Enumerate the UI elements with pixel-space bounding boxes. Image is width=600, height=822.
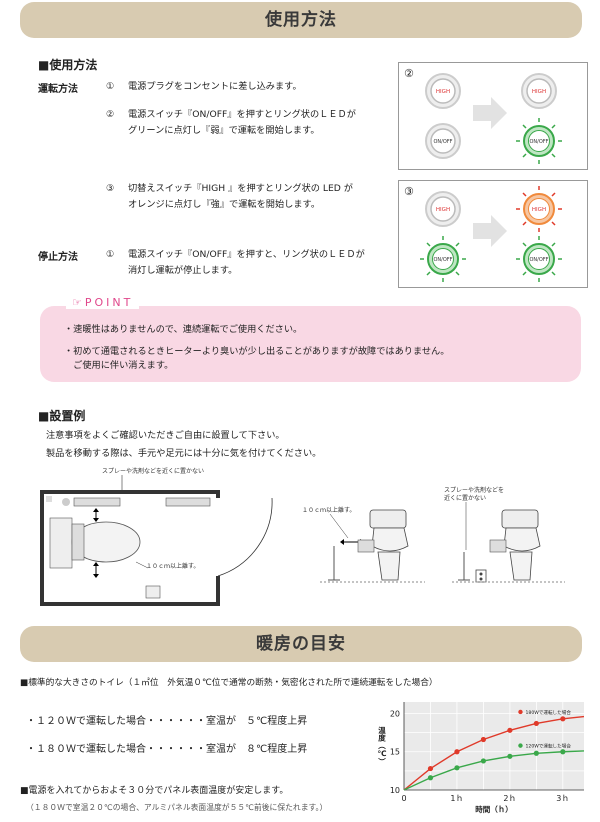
panel-2-high-label-after: HIGH — [532, 89, 546, 95]
temperature-chart-svg: 0 1ｈ 2ｈ 3ｈ 10 15 20 時間（ｈ） 温度（℃） 180Wで運転した場合 120Wで運… — [377, 702, 585, 814]
panel-3-high-label-orange: HIGH — [532, 207, 546, 213]
step-2-line-1: 電源スイッチ『ON/OFF』を押すとリング状のＬＥＤが — [128, 109, 356, 120]
chart-y-axis-label: 温度（℃） — [377, 725, 386, 765]
arrow-icon — [473, 97, 507, 129]
chart-x-tick-label: 0 — [401, 794, 406, 803]
step-2-line-2: グリーンに点灯し『弱』で運転を開始します。 — [128, 125, 320, 136]
chart-plot-area — [404, 702, 584, 790]
high-button-off: HIGH — [425, 73, 461, 109]
arrow-icon — [473, 215, 507, 247]
chart-point-1 — [454, 765, 460, 771]
chart-series-line-0 — [403, 715, 585, 791]
high-button-off-after: HIGH — [521, 73, 557, 109]
heating-condition: ■標準的な大きさのトイレ（１㎡位 外気温０℃位で通常の断熱・気密化された所で連続… — [20, 678, 438, 688]
panel-2-onoff-label-green: ON/OFF — [529, 139, 548, 145]
usage-subheading: ■使用方法 — [38, 58, 98, 72]
chart-x-axis-label: 時間（ｈ） — [475, 804, 513, 814]
high-button-off: HIGH — [425, 191, 461, 227]
panel-3-high-label: HIGH — [436, 207, 450, 213]
heating-result-2: ・１８０Ｗで運転した場合・・・・・・室温が ８℃程度上昇 — [26, 744, 308, 755]
stop-step-line-2: 消灯し運転が停止します。 — [128, 265, 238, 276]
side-view-diagram-1: １０ｃｍ以上離す。 — [300, 480, 430, 590]
heating-section-header: 暖房の目安 — [20, 626, 582, 662]
step-3-line-1: 切替えスイッチ『HIGH 』を押すとリング状の LED が — [128, 183, 353, 194]
chart-legend-marker-1 — [518, 743, 523, 748]
side-view-diagram-2: スプレーや洗剤などを 近くに置かない — [440, 480, 570, 590]
chart-legend-label-1: 120Wで運転した場合 — [525, 743, 571, 750]
point-box — [40, 306, 581, 382]
chart-legend-label-0: 180Wで運転した場合 — [525, 709, 571, 716]
floor-plan-diagram: スプレーや洗剤などを近くに置かない １０ｃｍ以上離す。 — [36, 464, 296, 612]
usage-section-header: 使用方法 — [20, 2, 582, 38]
onoff-button-green — [516, 118, 562, 164]
onoff-button-green — [420, 236, 466, 282]
chart-point-0 — [533, 720, 539, 727]
plan-distance-label: １０ｃｍ以上離す。 — [146, 562, 199, 570]
panel-2-onoff-label: ON/OFF — [433, 139, 452, 145]
chart-point-0 — [480, 736, 487, 743]
chart-point-0 — [560, 716, 566, 722]
onoff-button-green-after — [516, 236, 562, 282]
chart-point-1 — [533, 750, 539, 756]
point-tag: ☞POINT — [66, 296, 140, 309]
chart-x-tick-label: 3ｈ — [556, 794, 569, 803]
chart-point-0 — [454, 749, 460, 755]
step-1-num: ① — [106, 81, 115, 92]
panel-3-onoff-label: ON/OFF — [433, 257, 452, 263]
side-distance-label: １０ｃｍ以上離す。 — [302, 506, 355, 514]
switch-panel-2: ② HIGH ON/OFF HIGH ON/OFF — [398, 62, 588, 170]
chart-point-0 — [507, 727, 513, 733]
side-spray-label-1: スプレーや洗剤などを — [444, 486, 504, 494]
point-item-1: ・速暖性はありませんので、連続運転でご使用ください。 — [64, 324, 303, 335]
panel-3-onoff-label-after: ON/OFF — [529, 257, 548, 263]
stop-label: 停止方法 — [38, 252, 78, 263]
step-3-line-2: オレンジに点灯し『強』で運転を開始します。 — [128, 199, 321, 210]
chart-point-0 — [427, 765, 434, 772]
stop-step-line-1: 電源スイッチ『ON/OFF』を押すと、リング状のＬＥＤが — [128, 249, 365, 260]
side-spray-label-2: 近くに置かない — [444, 494, 486, 502]
chart-legend-marker-0 — [518, 709, 523, 715]
step-1-line-1: 電源プラグをコンセントに差し込みます。 — [128, 81, 302, 92]
stop-step-num: ① — [106, 249, 115, 260]
heating-note-1: ■電源を入れてからおよそ３０分でパネル表面温度が安定します。 — [20, 786, 289, 796]
panel-2-high-label: HIGH — [436, 89, 450, 95]
point-item-2: ・初めて通電されるときヒーターより臭いが少し出ることがありますが故障ではありませ… — [64, 346, 450, 357]
heating-note-2: （１８０Ｗで室温２０℃の場合、アルミパネル表面温度が５５℃前後に保たれます。） — [26, 803, 328, 812]
chart-point-1 — [427, 775, 434, 781]
chart-y-tick-label: 20 — [390, 709, 400, 718]
chart-y-tick-label: 15 — [390, 748, 400, 757]
step-2-num: ② — [106, 109, 115, 120]
chart-point-1 — [480, 758, 487, 764]
chart-point-1 — [507, 753, 513, 759]
temperature-chart: 0 1ｈ 2ｈ 3ｈ 10 15 20 時間（ｈ） 温度（℃） 180Wで運転した場合 120Wで運… — [372, 696, 594, 818]
chart-x-tick-label: 1ｈ — [450, 794, 463, 803]
chart-x-tick-label: 2ｈ — [503, 794, 516, 803]
step-3-num: ③ — [106, 183, 115, 194]
operation-label: 運転方法 — [38, 84, 78, 95]
plan-spray-note: スプレーや洗剤などを近くに置かない — [102, 467, 204, 475]
heating-result-1: ・１２０Ｗで運転した場合・・・・・・室温が ５℃程度上昇 — [26, 716, 308, 727]
heating-section-title: 暖房の目安 — [256, 634, 346, 654]
install-subheading: ■設置例 — [38, 409, 86, 423]
chart-point-1 — [560, 749, 566, 755]
high-button-orange — [516, 186, 562, 232]
chart-y-tick-label: 10 — [390, 786, 400, 795]
switch-panel-3: ③ HIGH ON/OFF HIGH — [398, 180, 588, 288]
usage-section-title: 使用方法 — [265, 10, 337, 30]
chart-series-line-1 — [403, 750, 585, 791]
panel-2-number: ② — [404, 67, 414, 80]
install-line-1: 注意事項をよくご確認いただきご自由に設置して下さい。 — [46, 430, 285, 441]
panel-3-number: ③ — [404, 185, 414, 198]
install-line-2: 製品を移動する際は、手元や足元には十分に気を付けてください。 — [46, 448, 322, 459]
point-item-3: ご使用に伴い消えます。 — [64, 360, 174, 371]
onoff-button-off: ON/OFF — [425, 123, 461, 159]
